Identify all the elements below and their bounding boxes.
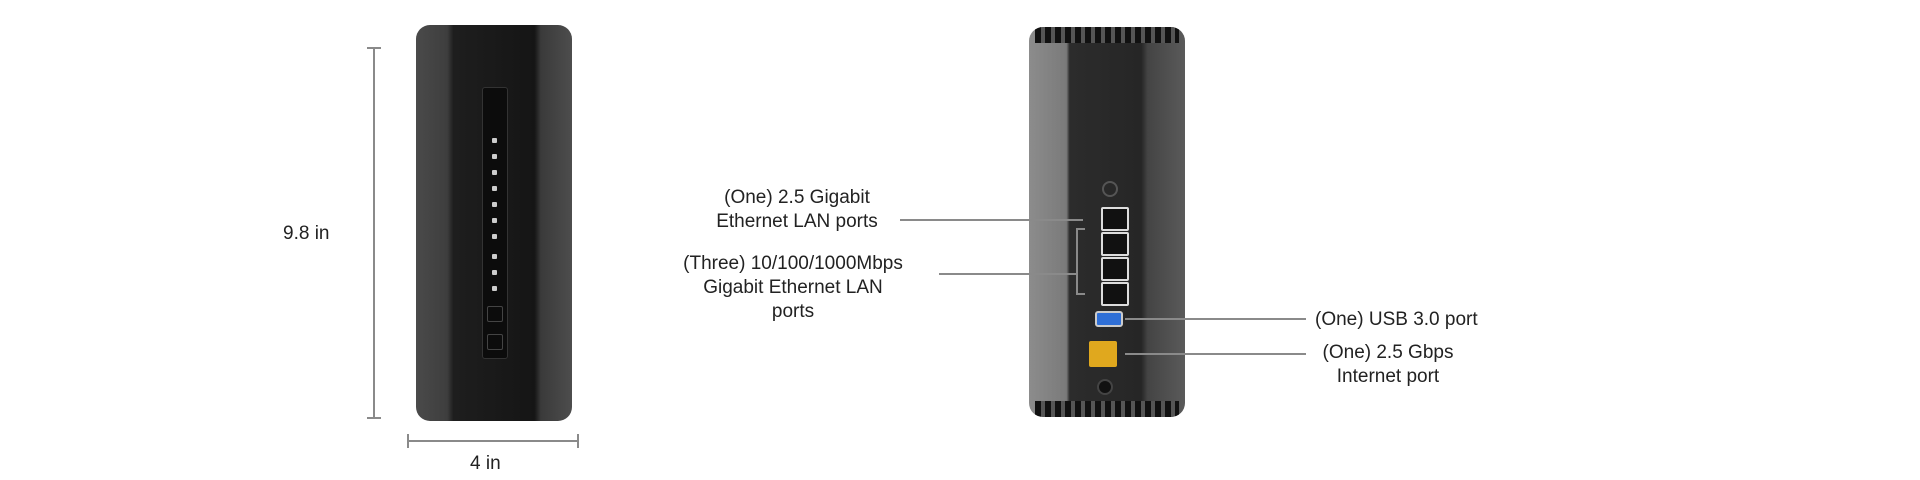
callout-lan-2-5g: (One) 2.5 Gigabit Ethernet LAN ports bbox=[697, 186, 897, 234]
height-dimension-line bbox=[373, 47, 375, 418]
width-label: 4 in bbox=[470, 453, 501, 474]
callout-lan-gigabit: (Three) 10/100/1000Mbps Gigabit Ethernet… bbox=[653, 252, 933, 324]
wps-button bbox=[487, 334, 503, 350]
lan-port bbox=[1101, 282, 1129, 306]
led-icon bbox=[492, 286, 497, 291]
callout-line bbox=[939, 273, 1077, 275]
callout-internet: (One) 2.5 Gbps Internet port bbox=[1308, 341, 1468, 389]
usb-led-icon bbox=[492, 234, 497, 239]
lan-led-icon bbox=[492, 202, 497, 207]
bottom-vent bbox=[1035, 401, 1179, 417]
callout-text: ports bbox=[771, 301, 815, 322]
lan-port bbox=[1101, 257, 1129, 281]
router-back-image bbox=[1029, 27, 1185, 417]
dc-power-jack bbox=[1097, 379, 1113, 395]
wifi-button bbox=[487, 306, 503, 322]
height-label: 9.8 in bbox=[283, 223, 330, 244]
lan-port bbox=[1101, 232, 1129, 256]
callout-bracket bbox=[1076, 228, 1078, 295]
callout-text: (One) 2.5 Gigabit bbox=[724, 187, 870, 208]
usb-port bbox=[1095, 311, 1123, 327]
dimension-tick bbox=[367, 47, 381, 49]
wps-led-icon bbox=[492, 254, 497, 259]
router-front-image bbox=[416, 25, 572, 421]
internet-led-icon bbox=[492, 154, 497, 159]
lan-led-icon bbox=[492, 218, 497, 223]
led-icon bbox=[492, 270, 497, 275]
lan-port-2-5g bbox=[1101, 207, 1129, 231]
callout-text: Ethernet LAN ports bbox=[716, 211, 878, 232]
dimension-tick bbox=[407, 434, 409, 448]
internet-port bbox=[1089, 341, 1117, 367]
power-button bbox=[1102, 181, 1118, 197]
dimension-tick bbox=[577, 434, 579, 448]
callout-usb: (One) USB 3.0 port bbox=[1315, 309, 1478, 330]
top-vent bbox=[1035, 27, 1179, 43]
wifi-led-icon bbox=[492, 186, 497, 191]
power-led-icon bbox=[492, 138, 497, 143]
callout-text: Gigabit Ethernet LAN bbox=[703, 277, 883, 298]
dimension-tick bbox=[367, 417, 381, 419]
callout-bracket bbox=[1076, 228, 1085, 230]
callout-text: (One) 2.5 Gbps bbox=[1322, 342, 1454, 363]
callout-bracket bbox=[1076, 293, 1085, 295]
wifi-led-icon bbox=[492, 170, 497, 175]
callout-line bbox=[1125, 353, 1306, 355]
callout-text: (Three) 10/100/1000Mbps bbox=[683, 253, 903, 274]
callout-text: Internet port bbox=[1336, 366, 1440, 387]
callout-line bbox=[900, 219, 1083, 221]
led-panel bbox=[482, 87, 508, 359]
width-dimension-line bbox=[407, 440, 578, 442]
callout-line bbox=[1125, 318, 1306, 320]
